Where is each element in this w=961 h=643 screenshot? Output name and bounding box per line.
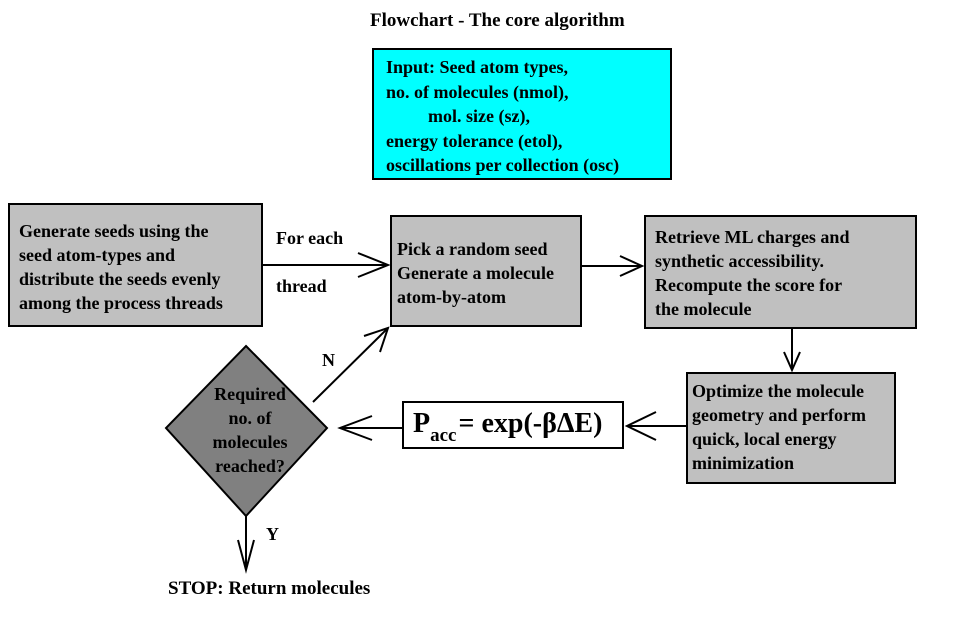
decision-line: reached? xyxy=(215,456,285,476)
generate-seeds-box: Generate seeds using the seed atom-types… xyxy=(8,203,263,327)
arrow-retrieve-to-optimize xyxy=(783,329,801,373)
input-box: Input: Seed atom types, no. of molecules… xyxy=(372,48,672,180)
retrieve-line: Recompute the score for xyxy=(655,275,843,295)
input-line: Input: Seed atom types, xyxy=(386,57,569,77)
decision-text: Required no. of molecules reached? xyxy=(196,382,304,478)
edge-label-thread: thread xyxy=(276,276,327,296)
arrow-formula-to-decision xyxy=(337,415,402,441)
optimize-line: Optimize the molecule xyxy=(692,381,864,401)
input-line: oscillations per collection (osc) xyxy=(386,155,620,175)
generate-line: distribute the seeds evenly xyxy=(19,269,221,289)
optimize-line: quick, local energy xyxy=(692,429,837,449)
edge-label-for-each: For each xyxy=(276,228,344,248)
decision-line: no. of xyxy=(228,408,272,428)
arrow-optimize-to-formula xyxy=(624,411,686,441)
decision-line: Required xyxy=(214,384,286,404)
optimize-line: geometry and perform xyxy=(692,405,866,425)
acceptance-formula: Pacc= exp(-βΔE) xyxy=(413,407,603,446)
retrieve-charges-box: Retrieve ML charges and synthetic access… xyxy=(644,215,917,329)
pick-line: atom-by-atom xyxy=(397,287,506,307)
diagram-title: Flowchart - The core algorithm xyxy=(370,10,625,31)
edge-label-no: N xyxy=(322,350,335,370)
optimize-geometry-box: Optimize the molecule geometry and perfo… xyxy=(686,372,896,484)
optimize-line: minimization xyxy=(692,453,794,473)
input-line: energy tolerance (etol), xyxy=(386,130,563,151)
arrow-yes-to-stop xyxy=(237,516,255,574)
arrow-no-to-pick xyxy=(312,326,390,403)
decision-line: molecules xyxy=(212,432,288,452)
generate-line: seed atom-types and xyxy=(19,245,175,265)
edge-label-yes: Y xyxy=(266,524,279,544)
retrieve-line: the molecule xyxy=(655,299,752,319)
arrow-pick-to-retrieve xyxy=(582,255,645,277)
arrow-generate-to-pick xyxy=(263,252,391,278)
formula-subscript: acc xyxy=(430,424,457,446)
retrieve-line: synthetic accessibility. xyxy=(655,251,824,271)
input-line: no. of molecules (nmol), xyxy=(386,81,569,102)
generate-line: among the process threads xyxy=(19,293,223,313)
formula-rest: = exp(-βΔE) xyxy=(458,407,603,439)
input-line: mol. size (sz), xyxy=(428,106,530,126)
pick-seed-box: Pick a random seed Generate a molecule a… xyxy=(390,215,582,327)
acceptance-formula-box: Pacc= exp(-βΔE) xyxy=(402,401,624,449)
pick-line: Pick a random seed xyxy=(397,239,548,259)
formula-base: P xyxy=(413,407,431,439)
generate-line: Generate seeds using the xyxy=(19,221,209,241)
retrieve-line: Retrieve ML charges and xyxy=(655,227,850,247)
stop-terminal: STOP: Return molecules xyxy=(168,578,371,599)
pick-line: Generate a molecule xyxy=(397,263,554,283)
